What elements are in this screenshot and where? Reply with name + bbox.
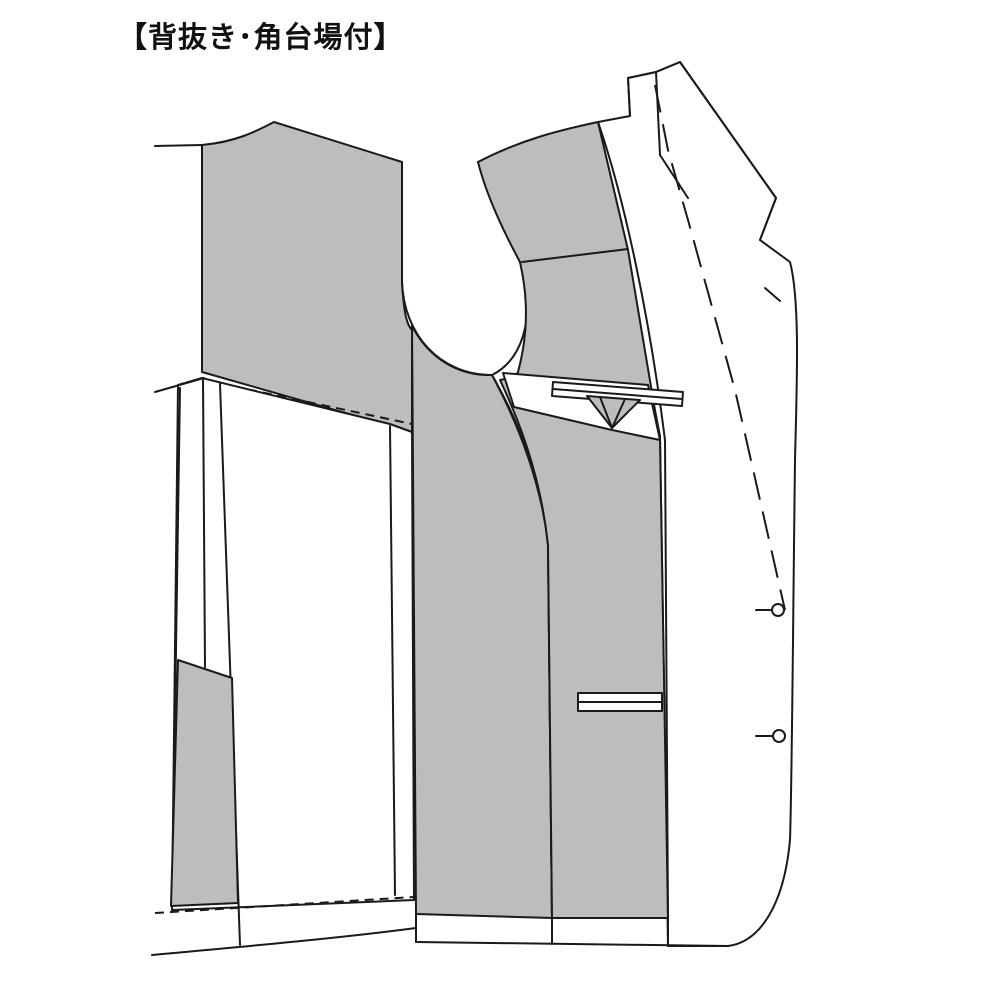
pocket-tab-line-1 [599,396,613,429]
back-lower-lining [170,659,239,907]
diagram-title: 【背抜き･角台場付】 [118,20,404,54]
back-edge-line [154,377,205,393]
back-collar-line [154,144,203,147]
back-panel [151,121,417,956]
front-panel [415,61,799,947]
pocket-tab-line-2 [611,398,626,429]
front-hem-line [415,941,729,947]
collar-outer [627,61,777,241]
inner-pocket-welt-line [552,388,683,400]
front-facing [597,61,799,947]
back-seam-4 [389,425,396,896]
lapel-notch [764,287,781,302]
lapel-roll-line [654,84,786,611]
button-1 [755,603,785,617]
back-hem-stitch [154,896,415,914]
facing-edge [597,121,669,919]
back-seam-2 [202,379,206,668]
front-lining [477,121,669,919]
button-1-circle [771,603,785,617]
button-2 [755,729,786,743]
button-2-circle [772,729,786,743]
pocket-tab [586,395,641,429]
collar [627,61,786,611]
front-chest-seam [521,248,629,263]
back-hem-line [151,927,417,956]
